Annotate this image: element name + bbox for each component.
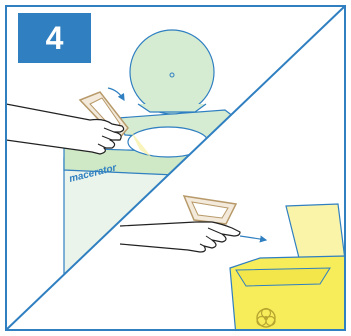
- arrow-icon: [239, 235, 268, 243]
- panel-divider: [5, 5, 346, 331]
- hand-icon: [119, 221, 241, 253]
- arrow-icon: [107, 87, 125, 102]
- hand-icon: [6, 103, 125, 155]
- biohazard-icon: [256, 307, 276, 328]
- macerator-scene: macerator: [6, 29, 239, 330]
- pulp-container-icon: [182, 195, 238, 225]
- waste-bin: [229, 203, 345, 330]
- step-number-badge: 4: [18, 13, 91, 63]
- bin-scene: [119, 195, 345, 330]
- waste-bin-lid: [285, 203, 345, 263]
- macerator-lid: [129, 29, 215, 115]
- panel-frame: [5, 5, 346, 331]
